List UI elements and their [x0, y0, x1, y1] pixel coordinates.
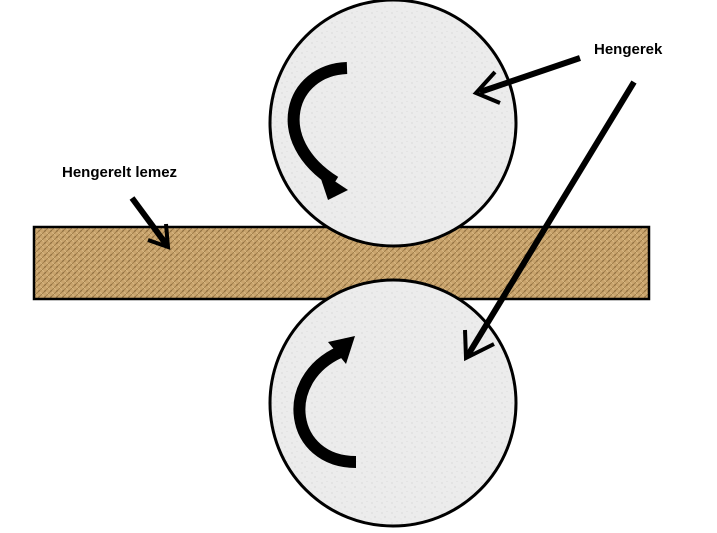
top-roller-pointer-arrow — [472, 55, 581, 105]
rollers-label: Hengerek — [594, 41, 663, 58]
rolled-sheet-pointer-arrow — [129, 196, 171, 250]
bottom-roller — [268, 278, 518, 528]
bottom-roller-rotation-icon — [293, 336, 357, 468]
top-roller — [268, 0, 518, 248]
top-roller-rotation-icon — [287, 62, 348, 200]
rolled-sheet — [32, 225, 651, 301]
bottom-roller-pointer-arrow — [463, 80, 637, 362]
rolled-sheet-label: Hengerelt lemez — [62, 164, 177, 181]
